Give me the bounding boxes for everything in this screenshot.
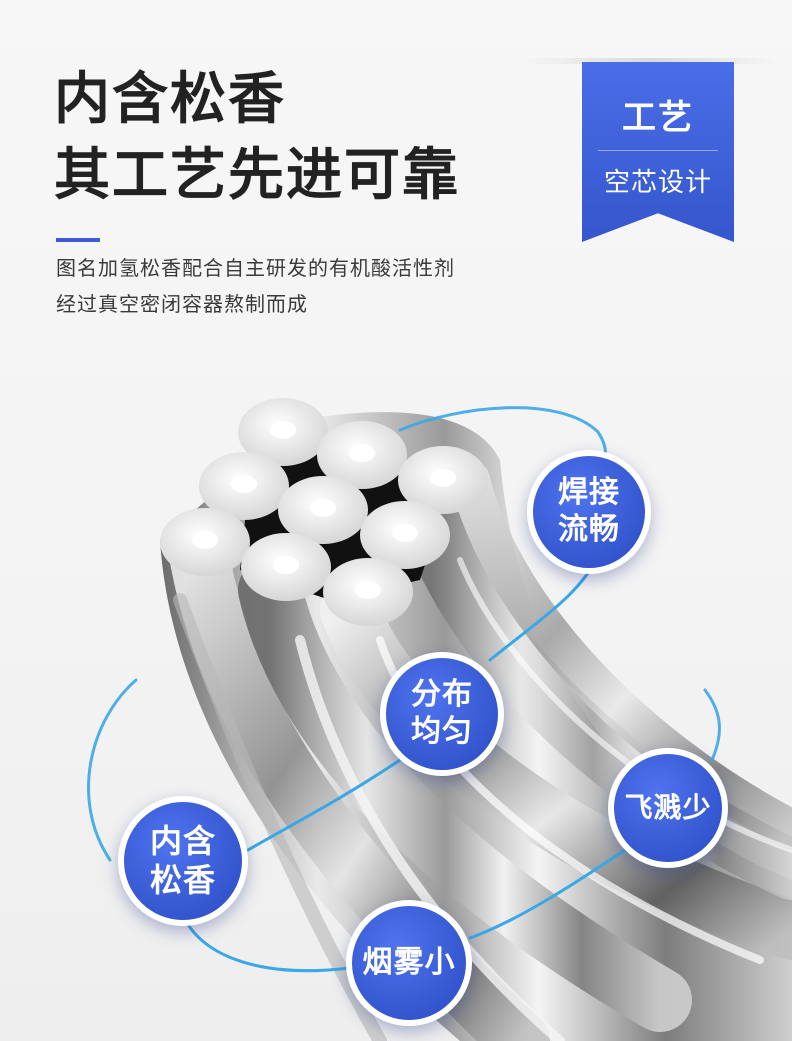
description: 图名加氢松香配合自主研发的有机酸活性剂 经过真空密闭容器熬制而成: [56, 250, 455, 322]
headline: 内含松香 其工艺先进可靠: [54, 62, 460, 214]
feature-less-spatter: 飞溅少: [608, 748, 728, 868]
feature-smooth-welding-line-2: 流畅: [558, 512, 620, 547]
headline-line-1: 内含松香: [54, 67, 286, 132]
feature-even-distribution: 分布 均匀: [380, 652, 504, 776]
feature-even-distribution-line-1: 分布: [411, 677, 473, 713]
badge-shadow: [520, 58, 780, 64]
badge-title: 工艺: [622, 98, 694, 138]
badge-divider: [598, 150, 718, 151]
feature-smooth-welding-line-1: 焊接: [558, 475, 620, 511]
feature-rosin-core: 内含 松香: [118, 796, 248, 926]
description-line-2: 经过真空密闭容器熬制而成: [56, 292, 308, 316]
feature-smooth-welding: 焊接 流畅: [527, 450, 651, 574]
accent-divider: [56, 238, 100, 242]
badge-subtitle: 空芯设计: [603, 168, 712, 198]
feature-less-spatter-line-1: 飞溅少: [624, 790, 712, 824]
feature-rosin-core-line-2: 松香: [149, 861, 216, 899]
core-endcaps: [160, 398, 488, 626]
feature-less-smoke: 烟雾小: [346, 900, 472, 1026]
process-badge: 工艺 空芯设计: [582, 62, 734, 242]
headline-line-2: 其工艺先进可靠: [54, 143, 460, 208]
feature-less-smoke-line-1: 烟雾小: [362, 944, 456, 980]
description-line-1: 图名加氢松香配合自主研发的有机酸活性剂: [56, 256, 455, 280]
feature-rosin-core-line-1: 内含: [149, 821, 216, 860]
feature-even-distribution-line-2: 均匀: [411, 714, 473, 749]
